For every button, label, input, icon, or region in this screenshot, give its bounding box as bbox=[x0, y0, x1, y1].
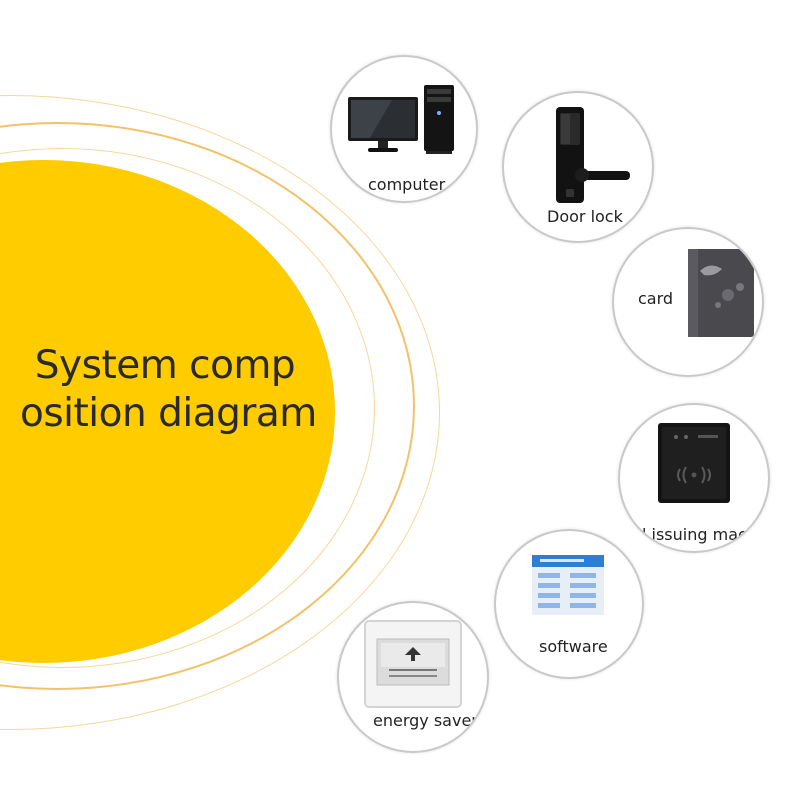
component-label: card bbox=[638, 289, 674, 308]
component-computer: computer bbox=[330, 55, 478, 203]
card-reader-icon bbox=[658, 423, 730, 503]
energy-saver-switch-icon bbox=[364, 620, 462, 708]
diagram-title: System comp osition diagram bbox=[20, 342, 317, 438]
door-lock-icon bbox=[556, 107, 630, 203]
component-label: software bbox=[539, 637, 608, 656]
component-card: card bbox=[612, 227, 764, 377]
component-door-lock: Door lock bbox=[502, 91, 654, 243]
computer-icon bbox=[348, 85, 454, 154]
component-label: Door lock bbox=[547, 207, 623, 226]
component-label: computer bbox=[368, 175, 446, 194]
card-icon bbox=[688, 249, 754, 337]
component-label: energy saver bbox=[373, 711, 478, 730]
component-energy-saver: energy saver bbox=[337, 601, 489, 753]
component-software: software bbox=[494, 529, 644, 679]
component-card-issuing-machine: Card issuing machine bbox=[618, 403, 770, 553]
title-line-1: System comp bbox=[34, 343, 296, 388]
component-label: Card issuing machine bbox=[620, 525, 768, 544]
software-screen-icon bbox=[532, 555, 604, 615]
title-line-2: osition diagram bbox=[20, 391, 317, 436]
